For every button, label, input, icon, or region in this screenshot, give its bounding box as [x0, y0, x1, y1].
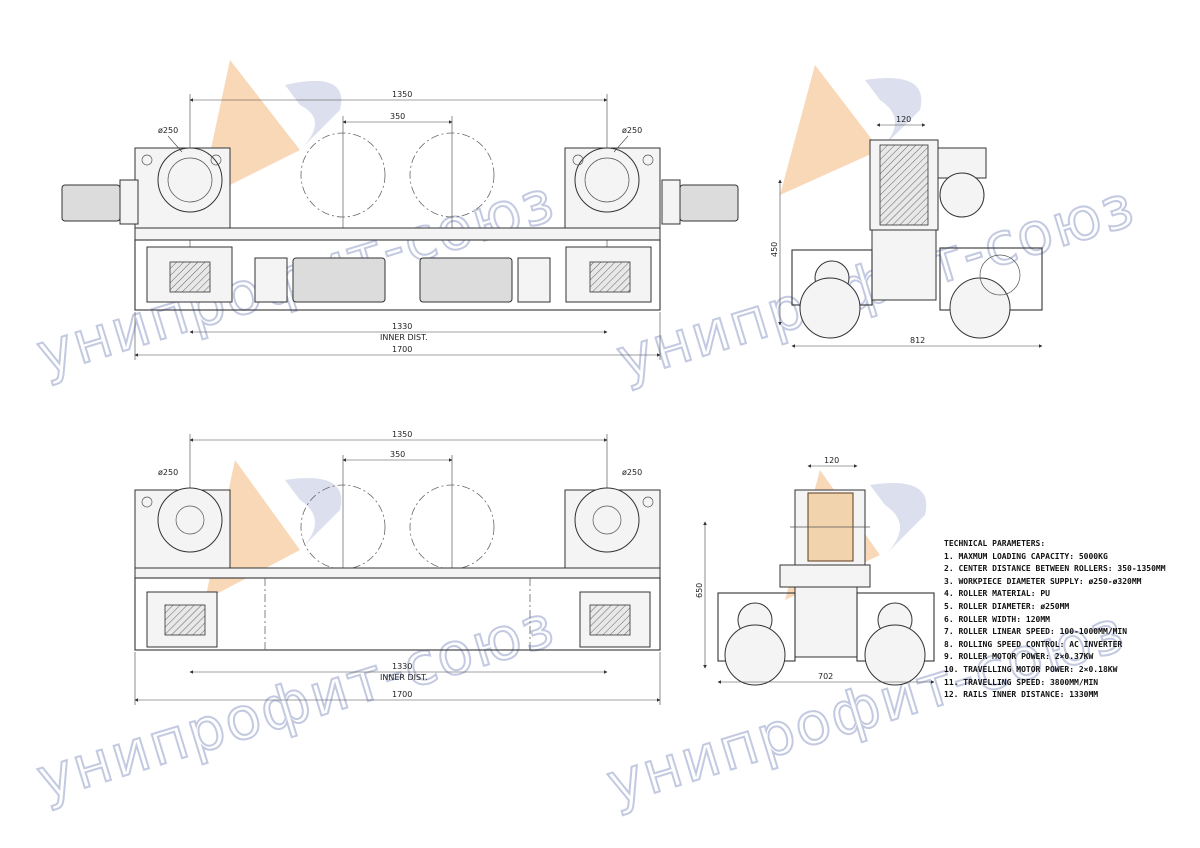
right-roller-2	[574, 487, 640, 553]
dim-span-top: 1350	[392, 90, 412, 99]
technical-item: 4. ROLLER MATERIAL: PU	[944, 589, 1050, 599]
watermark-swoosh-top-right	[865, 78, 922, 150]
dim-height-2: 650	[695, 583, 704, 598]
watermark-triangle-top-right	[780, 65, 880, 195]
left-roller-2	[157, 487, 223, 553]
dim-span-top-2: 1350	[392, 430, 412, 439]
dim-width-top-2: 120	[824, 456, 839, 465]
view-top-side: 120 450 812	[770, 115, 1043, 348]
view-bottom-side: 120 650 702	[695, 456, 935, 686]
workpiece-circle-left	[300, 132, 386, 218]
watermark-text-bottom: унипрофит-союз	[29, 591, 563, 813]
dim-bottom-2: 702	[818, 672, 833, 681]
technical-heading: TECHNICAL PARAMETERS:	[944, 539, 1046, 548]
technical-list: 1. MAXMUM LOADING CAPACITY: 5000KG 2. CE…	[944, 551, 1194, 702]
technical-parameters: TECHNICAL PARAMETERS: 1. MAXMUM LOADING …	[944, 538, 1194, 702]
dim-overall: 1700	[392, 345, 412, 354]
dim-span-mid-2: 350	[390, 450, 405, 459]
dim-roller-right-2: ø250	[622, 468, 642, 477]
technical-item: 12. RAILS INNER DISTANCE: 1330MM	[944, 690, 1099, 700]
dim-width-top: 120	[896, 115, 911, 124]
dim-inner-label-2: INNER DIST.	[380, 673, 428, 682]
left-drive-motor	[61, 184, 121, 222]
technical-item: 3. WORKPIECE DIAMETER SUPPLY: ø250-ø320M…	[944, 576, 1142, 586]
dim-overall-2: 1700	[392, 690, 412, 699]
technical-item: 2. CENTER DISTANCE BETWEEN ROLLERS: 350-…	[944, 564, 1166, 574]
watermark-swoosh-top-left	[285, 80, 342, 150]
technical-item: 8. ROLLING SPEED CONTROL: AC INVERTER	[944, 639, 1123, 649]
travel-motor-right	[419, 257, 513, 303]
view-top-front: 1350 350 ø250 ø250	[61, 90, 739, 360]
dim-roller-left: ø250	[158, 126, 178, 135]
left-roller	[157, 147, 223, 213]
dim-inner-label: INNER DIST.	[380, 333, 428, 342]
right-drive-motor	[679, 184, 739, 222]
travel-motor-left	[292, 257, 386, 303]
watermark-swoosh-bottom-left	[285, 478, 342, 550]
main-beam	[134, 227, 661, 241]
workpiece-circle-right	[409, 132, 495, 218]
watermark-swoosh-bottom-right	[870, 483, 927, 555]
technical-item: 6. ROLLER WIDTH: 120MM	[944, 614, 1050, 624]
technical-item: 7. ROLLER LINEAR SPEED: 100-1000MM/MIN	[944, 627, 1128, 637]
technical-item: 1. MAXMUM LOADING CAPACITY: 5000KG	[944, 551, 1108, 561]
dim-span-mid: 350	[390, 112, 405, 121]
dim-height: 450	[770, 242, 779, 257]
base-frame	[134, 239, 661, 311]
dim-roller-left-2: ø250	[158, 468, 178, 477]
dim-inner-2: 1330	[392, 662, 412, 671]
dim-roller-right: ø250	[622, 126, 642, 135]
technical-item: 5. ROLLER DIAMETER: ø250MM	[944, 601, 1070, 611]
technical-item: 9. ROLLER MOTOR POWER: 2×0.37KW	[944, 652, 1094, 662]
right-roller	[574, 147, 640, 213]
side-column	[871, 229, 937, 301]
view-bottom-front: 1350 350 ø250 ø250 1330 INNER DIST. 1700	[134, 430, 661, 705]
dim-inner: 1330	[392, 322, 412, 331]
dim-bottom: 812	[910, 336, 925, 345]
technical-item: 11. TRAVELLING SPEED: 3800MM/MIN	[944, 677, 1099, 687]
technical-item: 10. TRAVELLING MOTOR POWER: 2×0.18KW	[944, 664, 1118, 674]
